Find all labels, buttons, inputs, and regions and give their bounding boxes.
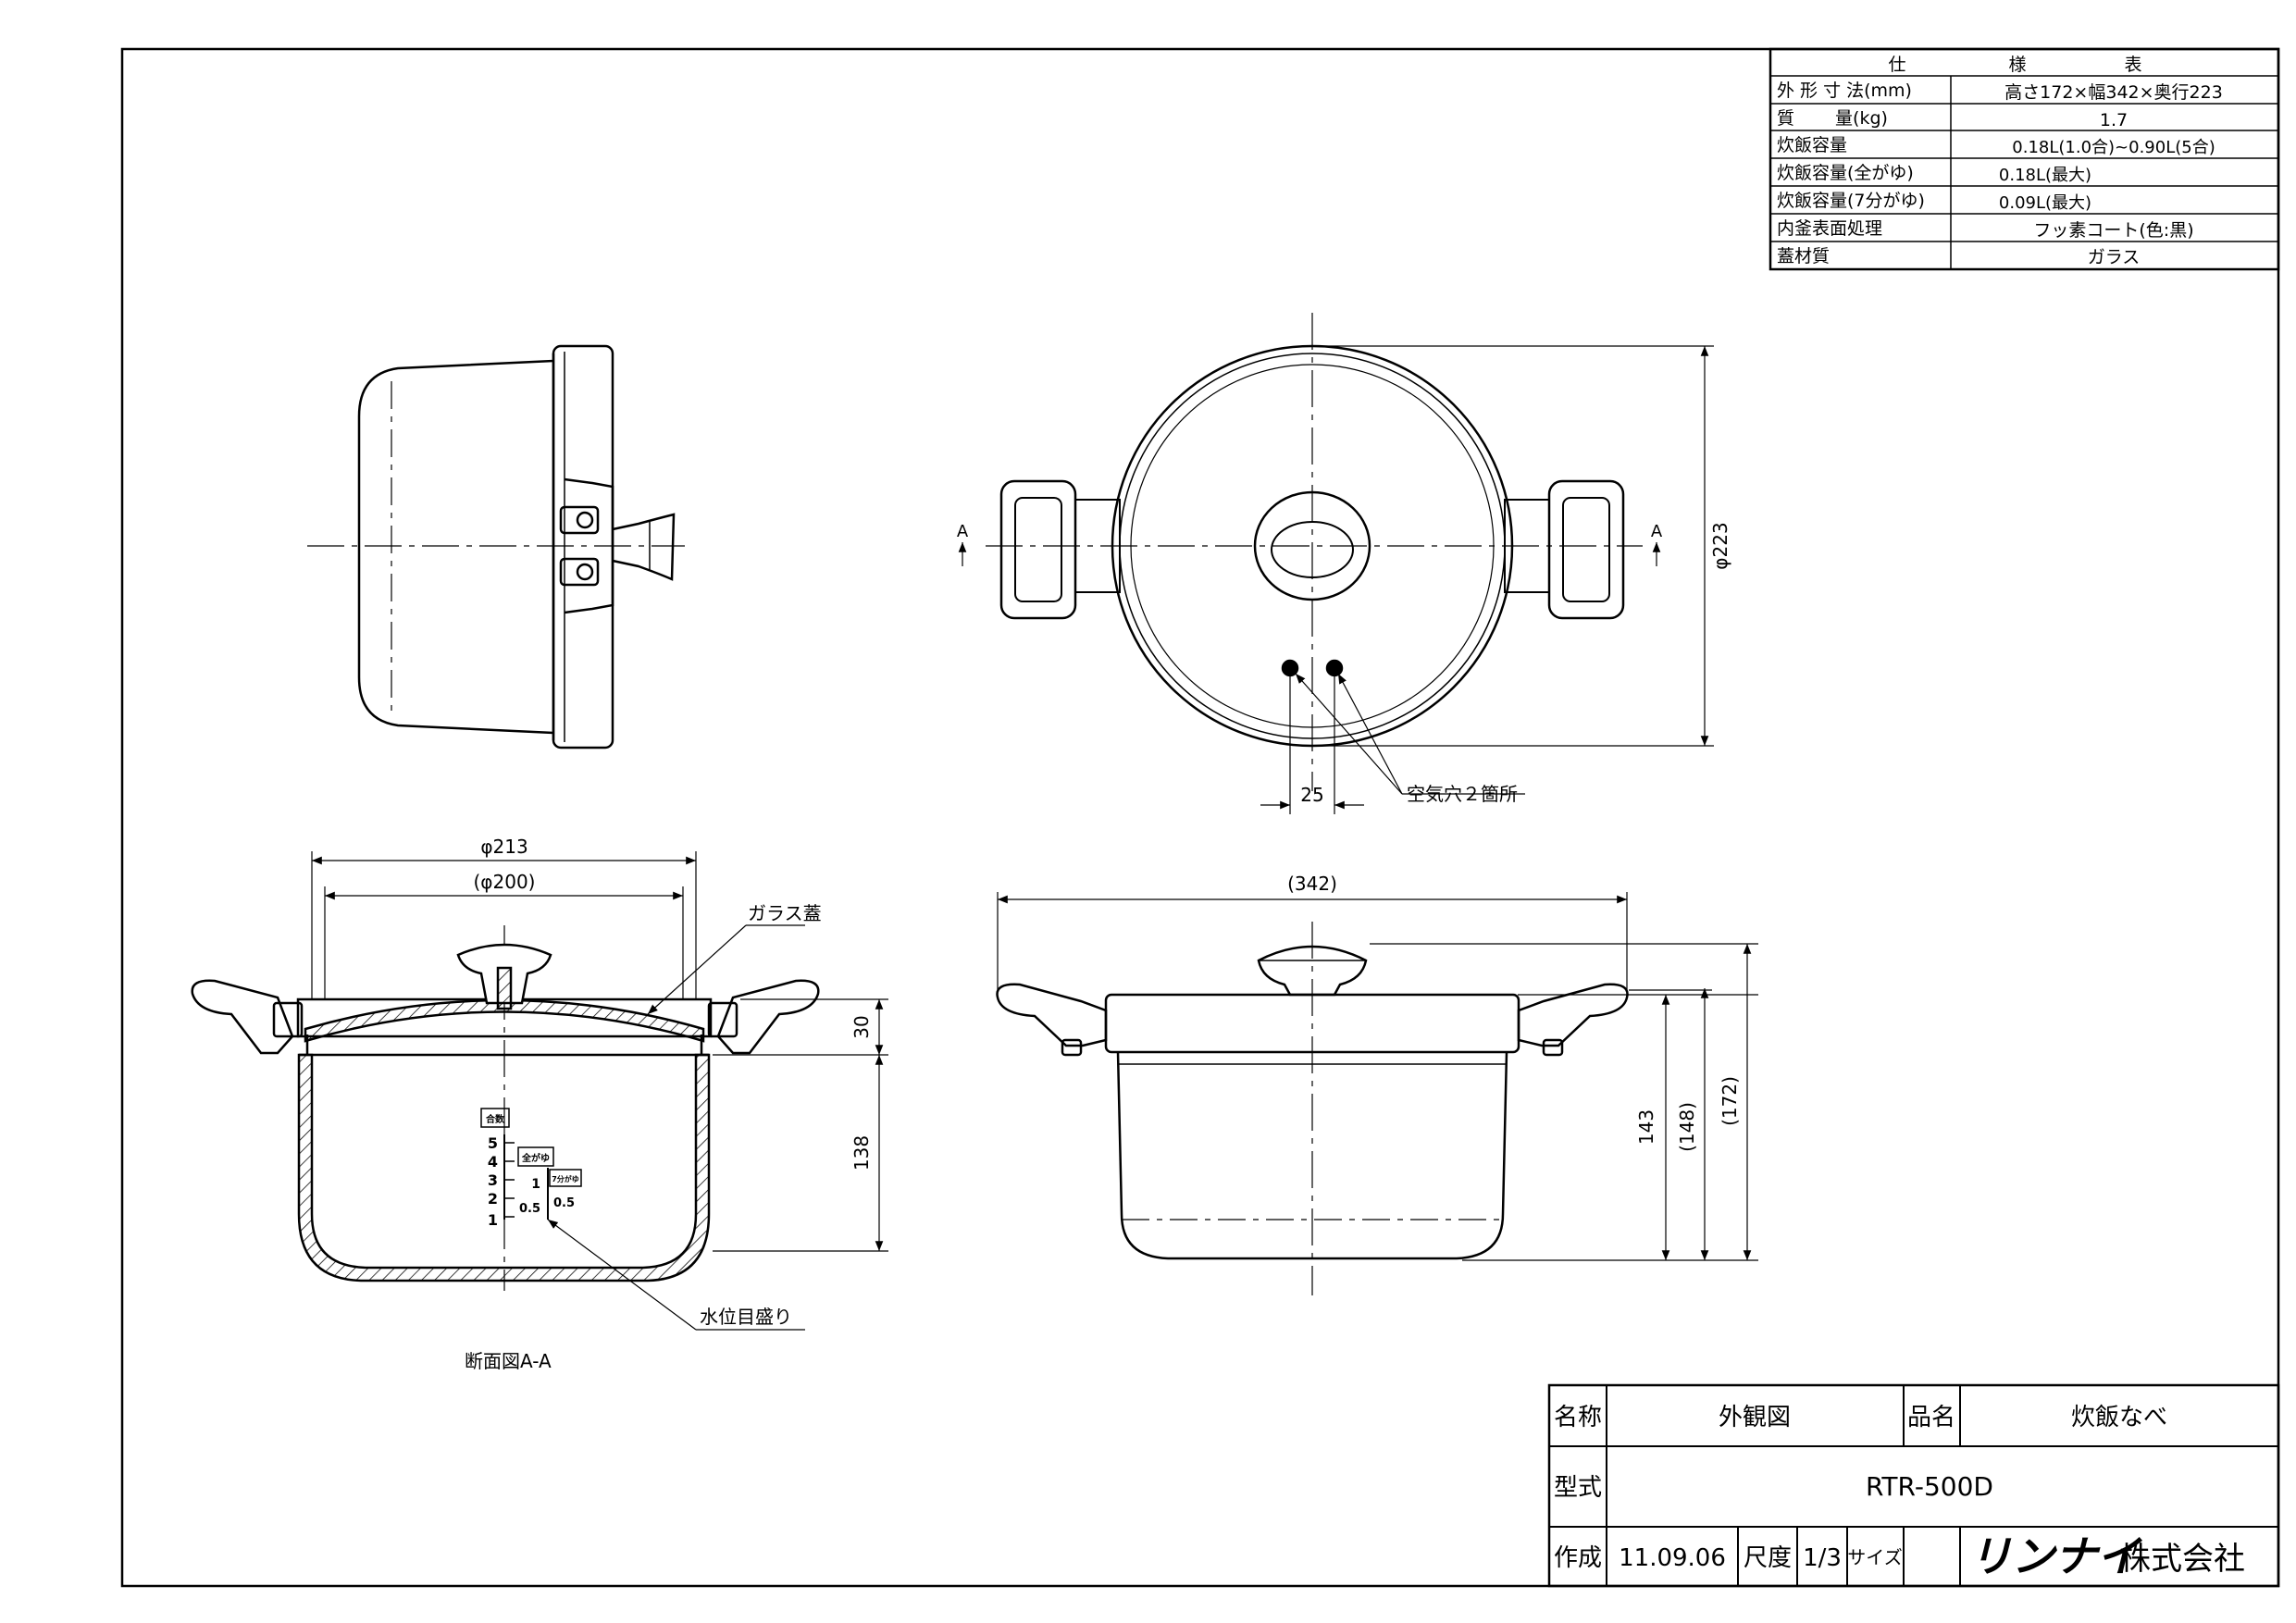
dim-hole-spacing: 25 [1300,784,1323,806]
spec-header-1: 仕 [1888,55,1905,75]
scale-mark-4: 4 [488,1153,498,1171]
side-view [307,344,685,750]
title-block [1547,1383,2280,1588]
front-view [996,892,1758,1295]
spec-label: 炊飯容量(7分がゆ) [1777,191,1925,211]
title-model-value: RTR-500D [1866,1471,1993,1502]
scale-tag-rice: 合数 [485,1113,505,1125]
spec-value: 高さ172×幅342×奥行223 [2004,82,2223,103]
label-water-scale: 水位目盛り [700,1306,792,1328]
title-product-label: 品名 [1907,1404,1955,1431]
title-scale-label: 尺度 [1744,1544,1792,1572]
dim-diameter-223: φ223 [1709,522,1731,569]
scale-mark-0-5: 0.5 [519,1202,540,1216]
dim-height-30: 30 [850,1015,873,1038]
dim-diameter-200: (φ200) [474,871,536,893]
dim-height-143: 143 [1635,1109,1657,1145]
scale-mark-3: 3 [488,1171,498,1189]
title-model-label: 型式 [1554,1474,1602,1502]
spec-value: 1.7 [2100,110,2128,130]
company-suffix: 株式会社 [2119,1541,2245,1578]
label-air-holes: 空気穴２箇所 [1407,783,1518,805]
spec-label: 炊飯容量(全がゆ) [1777,163,1914,183]
section-mark-right: A [1651,522,1663,541]
title-name-value: 外観図 [1719,1404,1791,1431]
title-scale-value: 1/3 [1803,1544,1842,1572]
title-size-label: サイズ [1847,1546,1902,1568]
scale-mark-5: 5 [488,1134,498,1152]
dim-height-138: 138 [850,1135,873,1171]
scale-gayu-1: 1 [531,1177,540,1192]
spec-label: 質 量(kg) [1777,108,1888,129]
company-logo: リンナイ [1969,1531,2143,1581]
spec-label: 内釜表面処理 [1777,218,1882,239]
spec-label: 炊飯容量 [1777,135,1847,155]
spec-header-2: 様 [2008,55,2026,75]
spec-value: 0.18L(最大) [1999,166,2091,185]
scale-gayu-0-5: 0.5 [553,1196,575,1210]
spec-header-3: 表 [2124,55,2141,75]
spec-value: ガラス [2088,247,2141,267]
spec-table: 仕 様 表 外 形 寸 法(mm) 高さ172×幅342×奥行223 質 量(k… [1769,47,2280,271]
spec-label: 外 形 寸 法(mm) [1777,81,1912,101]
label-section-title: 断面図A-A [465,1350,552,1372]
scale-tag-nanabu: 7分がゆ [552,1174,579,1183]
title-name-label: 名称 [1554,1404,1602,1431]
title-product-value: 炊飯なべ [2071,1404,2167,1431]
title-made-label: 作成 [1554,1544,1602,1572]
scale-mark-2: 2 [488,1190,498,1208]
label-glass-lid: ガラス蓋 [748,902,822,924]
scale-mark-1: 1 [488,1211,498,1229]
dim-height-148: (148) [1676,1102,1698,1152]
dim-diameter-213: φ213 [480,836,527,858]
section-mark-left: A [957,522,969,541]
spec-value: 0.18L(1.0合)~0.90L(5合) [2012,138,2215,157]
dim-height-172: (172) [1719,1076,1741,1126]
title-made-value: 11.09.06 [1619,1544,1726,1572]
spec-value: 0.09L(最大) [1999,193,2091,213]
top-view [958,313,1714,814]
dim-width-342: (342) [1287,873,1337,895]
sheet-border [120,47,2280,1588]
section-view [191,851,888,1331]
scale-tag-zengayu: 全がゆ [521,1152,550,1164]
spec-label: 蓋材質 [1777,246,1830,266]
spec-value: フッ素コート(色:黒) [2033,220,2193,241]
